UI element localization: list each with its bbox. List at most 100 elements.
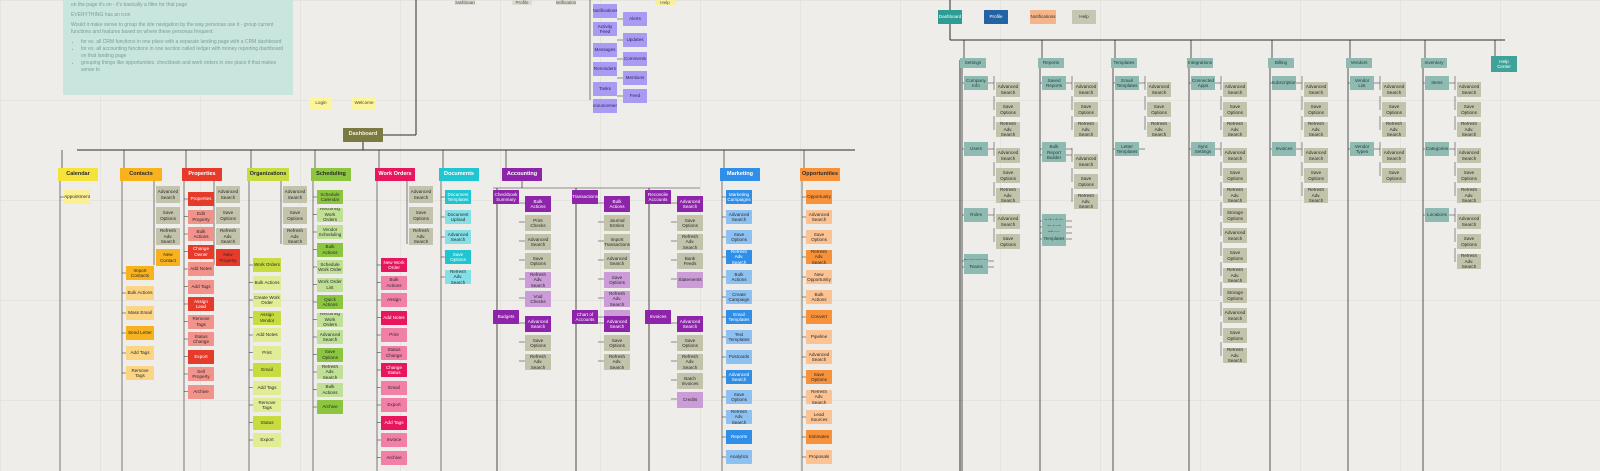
right-item-node[interactable]: Refresh Adv. Search	[1147, 122, 1171, 137]
notification-node[interactable]: Alerts	[623, 12, 647, 26]
branch-child-node[interactable]: Create Work Order	[253, 293, 281, 307]
branch-child-node[interactable]: Add Tags	[126, 346, 154, 360]
branch-child-node[interactable]: Assign Lead	[188, 297, 214, 311]
branch-child-node[interactable]: Marketing Campaigns	[726, 190, 752, 204]
right-item-node[interactable]: Refresh Adv. Search	[996, 122, 1020, 137]
top-mini-node[interactable]: Dashboard	[455, 0, 475, 5]
branch-child-node[interactable]: Bulk Actions	[726, 270, 752, 284]
branch-child-node[interactable]: Document Templates	[445, 190, 471, 204]
right-item-node[interactable]: Refresh Adv. Search	[1304, 122, 1328, 137]
accounting-item-node[interactable]: Refresh Adv. Search	[604, 291, 630, 307]
branch-child-node[interactable]: Mass Email	[126, 306, 154, 320]
accounting-item-node[interactable]: Journal Entries	[604, 215, 630, 231]
right-group-node[interactable]: Users	[964, 142, 988, 156]
branch-header-contacts[interactable]: Contacts	[120, 168, 162, 181]
branch-child-node[interactable]: Create Campaign	[726, 290, 752, 304]
accounting-group-node[interactable]: Budgets	[493, 310, 519, 324]
right-item-node[interactable]: Refresh Adv. Search	[1074, 122, 1098, 137]
branch-header-organizations[interactable]: Organizations	[247, 168, 289, 181]
side-action-node[interactable]: Save Options	[283, 207, 307, 224]
branch-child-node[interactable]: Add Notes	[188, 262, 214, 276]
right-column-header[interactable]: Inventory	[1421, 58, 1447, 68]
branch-header-properties[interactable]: Properties	[182, 168, 222, 181]
accounting-item-node[interactable]: Print Checks	[525, 215, 551, 231]
right-group-node[interactable]: Locations	[1425, 208, 1449, 222]
branch-child-node[interactable]: Bulk Actions	[317, 382, 343, 397]
notification-node[interactable]: Activity Feed	[593, 22, 617, 36]
branch-child-node[interactable]: Text Templates	[726, 330, 752, 344]
branch-child-node[interactable]: Save Options	[726, 230, 752, 244]
branch-header-documents[interactable]: Documents	[439, 168, 479, 181]
notification-node[interactable]: Feed	[623, 89, 647, 103]
right-group-node[interactable]: Invoices	[1272, 142, 1296, 156]
branch-child-node[interactable]: New Work Order	[381, 258, 407, 272]
right-group-node[interactable]: Subscription	[1272, 76, 1296, 90]
notification-node[interactable]: Notifications	[593, 4, 617, 18]
branch-child-node[interactable]: Export	[253, 433, 281, 447]
right-column-header[interactable]: Templates	[1111, 58, 1137, 68]
notification-node[interactable]: Tasks	[593, 82, 617, 96]
branch-child-node[interactable]: Refresh Adv. Search	[317, 365, 343, 379]
right-group-node[interactable]: Roles	[964, 208, 988, 222]
right-item-node[interactable]: Refresh Adv. Search	[1223, 348, 1247, 363]
branch-child-node[interactable]: Add Tags	[188, 279, 214, 294]
side-action-node[interactable]: Advanced Search	[283, 186, 307, 203]
right-item-node[interactable]: Save Options	[1223, 168, 1247, 183]
right-item-node[interactable]: Advanced Search	[1304, 148, 1328, 163]
branch-child-node[interactable]: Recurring Work Orders	[317, 207, 343, 222]
branch-child-node[interactable]: Appointment	[64, 190, 90, 204]
side-action-node[interactable]: Save Options	[156, 207, 180, 224]
accounting-group-node[interactable]: Invoices	[645, 310, 671, 324]
branch-header-opportunities[interactable]: Opportunities	[800, 168, 840, 181]
right-item-node[interactable]: Advanced Search	[1074, 154, 1098, 169]
right-item-node[interactable]: Advanced Search	[1382, 148, 1406, 163]
branch-child-node[interactable]: Remove Tags	[126, 366, 154, 380]
right-item-node[interactable]: Save Options	[1382, 102, 1406, 117]
right-group-node[interactable]: Teams	[964, 260, 988, 274]
branch-child-node[interactable]: Reports	[726, 430, 752, 444]
right-group-node[interactable]: Vendor List	[1350, 76, 1374, 90]
right-item-node[interactable]: Save Options	[1304, 102, 1328, 117]
right-item-node[interactable]: Advanced Search	[996, 82, 1020, 97]
branch-child-node[interactable]: Archive	[317, 400, 343, 414]
branch-child-node[interactable]: Assign Vendor	[253, 310, 281, 325]
notification-node[interactable]: Announcements	[593, 99, 617, 113]
right-item-node[interactable]: Refresh Adv. Search	[1223, 122, 1247, 137]
accounting-item-node[interactable]: Refresh Adv. Search	[525, 354, 551, 370]
side-action-node[interactable]: Refresh Adv. Search	[156, 228, 180, 245]
branch-child-node[interactable]: Proposals	[806, 450, 832, 464]
side-action-node[interactable]: Refresh Adv. Search	[283, 228, 307, 245]
sticky-note[interactable]: on the page it's on - it's basically a f…	[63, 0, 293, 95]
accounting-item-node[interactable]: Advanced Search	[525, 316, 551, 332]
branch-child-node[interactable]: Import Contacts	[126, 266, 154, 280]
branch-child-node[interactable]: Refresh Adv. Search	[806, 250, 832, 264]
accounting-item-node[interactable]: Save Options	[604, 272, 630, 288]
right-item-node[interactable]: Save Options	[1147, 102, 1171, 117]
branch-child-node[interactable]: Advanced Search	[806, 350, 832, 364]
right-item-node[interactable]: Save Options	[1074, 174, 1098, 189]
right-item-node[interactable]: Refresh Adv. Search	[1457, 188, 1481, 203]
branch-child-node[interactable]: Archive	[381, 450, 407, 465]
accounting-item-node[interactable]: Refresh Adv. Search	[677, 354, 703, 370]
dashboard-root-node[interactable]: Dashboard	[343, 128, 383, 142]
right-item-node[interactable]: Advanced Search	[996, 214, 1020, 229]
right-item-node[interactable]: Refresh Adv. Search	[1457, 254, 1481, 269]
right-item-node[interactable]: Save Options	[1074, 102, 1098, 117]
right-item-node[interactable]: Advanced Search	[1223, 308, 1247, 323]
accounting-item-node[interactable]: Refresh Adv. Search	[525, 272, 551, 288]
side-action-node[interactable]: Advanced Search	[409, 186, 433, 203]
right-item-node[interactable]: Refresh Adv. Search	[1074, 194, 1098, 209]
right-column-header[interactable]: Settings	[960, 58, 986, 68]
right-item-node[interactable]: Refresh Adv. Search	[1223, 268, 1247, 283]
branch-child-node[interactable]: Bulk Actions	[317, 242, 343, 257]
accounting-item-node[interactable]: Bulk Actions	[604, 196, 630, 212]
branch-child-node[interactable]: Advanced Search	[317, 330, 343, 344]
right-group-node[interactable]: Company Info	[964, 76, 988, 90]
branch-child-node[interactable]: Analytics	[726, 450, 752, 464]
accounting-item-node[interactable]: Batch Invoices	[677, 373, 703, 389]
accounting-item-node[interactable]: Save Options	[525, 253, 551, 269]
top-right-node[interactable]: Help	[1072, 10, 1096, 24]
right-item-node[interactable]: Refresh Adv. Search	[1304, 188, 1328, 203]
branch-child-node[interactable]: Sell Property	[188, 367, 214, 381]
right-group-node[interactable]: Email Templates	[1115, 76, 1139, 90]
